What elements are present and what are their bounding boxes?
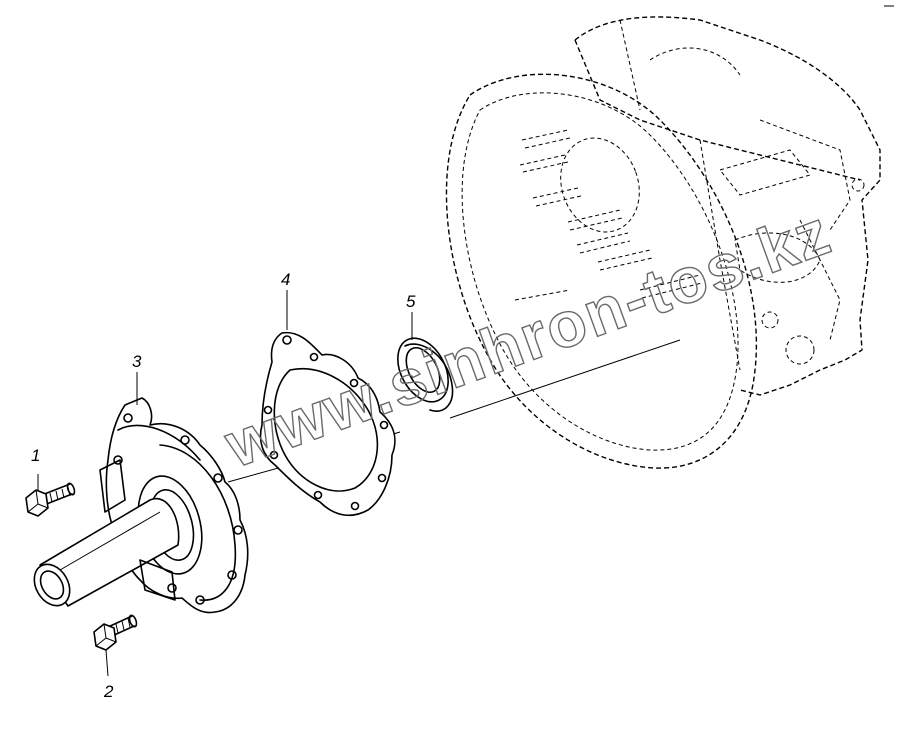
callout-labels: 1 2 3 4 5 xyxy=(31,270,416,701)
callout-1: 1 xyxy=(31,446,40,465)
housing-studs xyxy=(514,129,703,301)
callout-4: 4 xyxy=(281,270,290,289)
leader-lines xyxy=(136,290,413,405)
transmission-housing xyxy=(445,16,881,469)
callout-2: 2 xyxy=(103,682,114,701)
part-4-gasket xyxy=(259,331,396,517)
part-5-oil-seal xyxy=(397,337,454,412)
watermark-text: www.sinhron-tos.kz xyxy=(215,195,840,481)
part-3-cover-with-sleeve xyxy=(33,397,249,614)
part-2-bolt xyxy=(93,614,138,677)
callout-3: 3 xyxy=(132,352,142,371)
part-1-bolt xyxy=(25,474,76,517)
callout-5: 5 xyxy=(406,292,416,311)
